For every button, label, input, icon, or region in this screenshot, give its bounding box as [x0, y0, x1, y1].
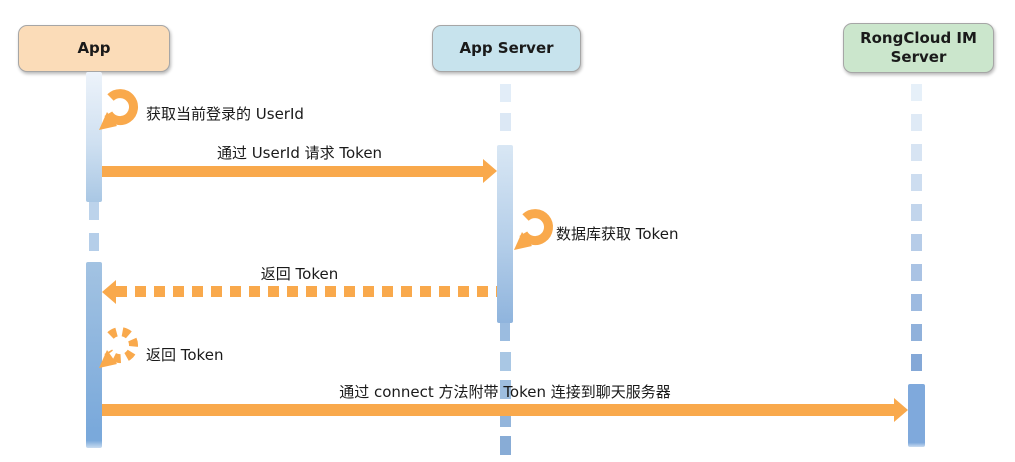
message-arrow-shaft [102, 404, 894, 416]
message-arrow-shaft-dashed [116, 286, 497, 297]
lifeline-dash-app-server [500, 113, 511, 131]
arrowhead-right-icon [894, 398, 908, 422]
lifeline-dash-rongcloud [911, 204, 922, 221]
self-loop-arrow-icon [514, 209, 553, 250]
lifeline-dash-rongcloud [911, 324, 922, 341]
message-arrow-shaft [102, 166, 483, 177]
activation-bar-app-1 [86, 72, 102, 202]
self-loop-arrow-dashed-icon [99, 327, 138, 368]
lifeline-dash-app-server [500, 436, 511, 455]
lifeline-dash-rongcloud [911, 84, 922, 101]
message-label: 通过 connect 方法附带 Token 连接到聊天服务器 [339, 383, 671, 401]
arrowhead-left-icon [102, 280, 116, 304]
message-label: 返回 Token [146, 346, 224, 364]
lifeline-dash-rongcloud [911, 354, 922, 371]
message-label: 获取当前登录的 UserId [146, 105, 304, 123]
actor-box-app: App [18, 25, 170, 72]
lifeline-dash-rongcloud [911, 174, 922, 191]
lifeline-dash-app-server [500, 380, 511, 399]
message-label: 数据库获取 Token [556, 225, 679, 243]
lifeline-dash-rongcloud [911, 294, 922, 311]
actor-label-app: App [77, 39, 111, 58]
lifeline-dash-app [89, 233, 99, 251]
lifeline-dash-app-server [500, 84, 511, 102]
self-loop-arrow-icon [99, 89, 138, 130]
lifeline-dash-rongcloud [911, 264, 922, 281]
actor-box-rongcloud-im-server: RongCloud IM Server [843, 23, 994, 73]
activation-bar-app-server [497, 145, 513, 323]
lifeline-dash-app-server [500, 352, 511, 371]
message-label: 返回 Token [260, 265, 339, 283]
actor-label-app-server: App Server [459, 39, 554, 58]
lifeline-dash-app-server [500, 323, 510, 341]
lifeline-dash-app [89, 202, 99, 220]
activation-bar-app-2 [86, 262, 102, 448]
lifeline-dash-rongcloud [911, 234, 922, 251]
message-label: 通过 UserId 请求 Token [216, 144, 383, 162]
actor-box-app-server: App Server [432, 25, 581, 72]
activation-bar-rongcloud [908, 384, 925, 447]
actor-label-rongcloud-im-server: RongCloud IM Server [860, 29, 977, 66]
lifeline-dash-rongcloud [911, 144, 922, 161]
lifeline-dash-app-server [500, 408, 511, 427]
lifeline-dash-rongcloud [911, 114, 922, 131]
arrowhead-right-icon [483, 159, 497, 183]
